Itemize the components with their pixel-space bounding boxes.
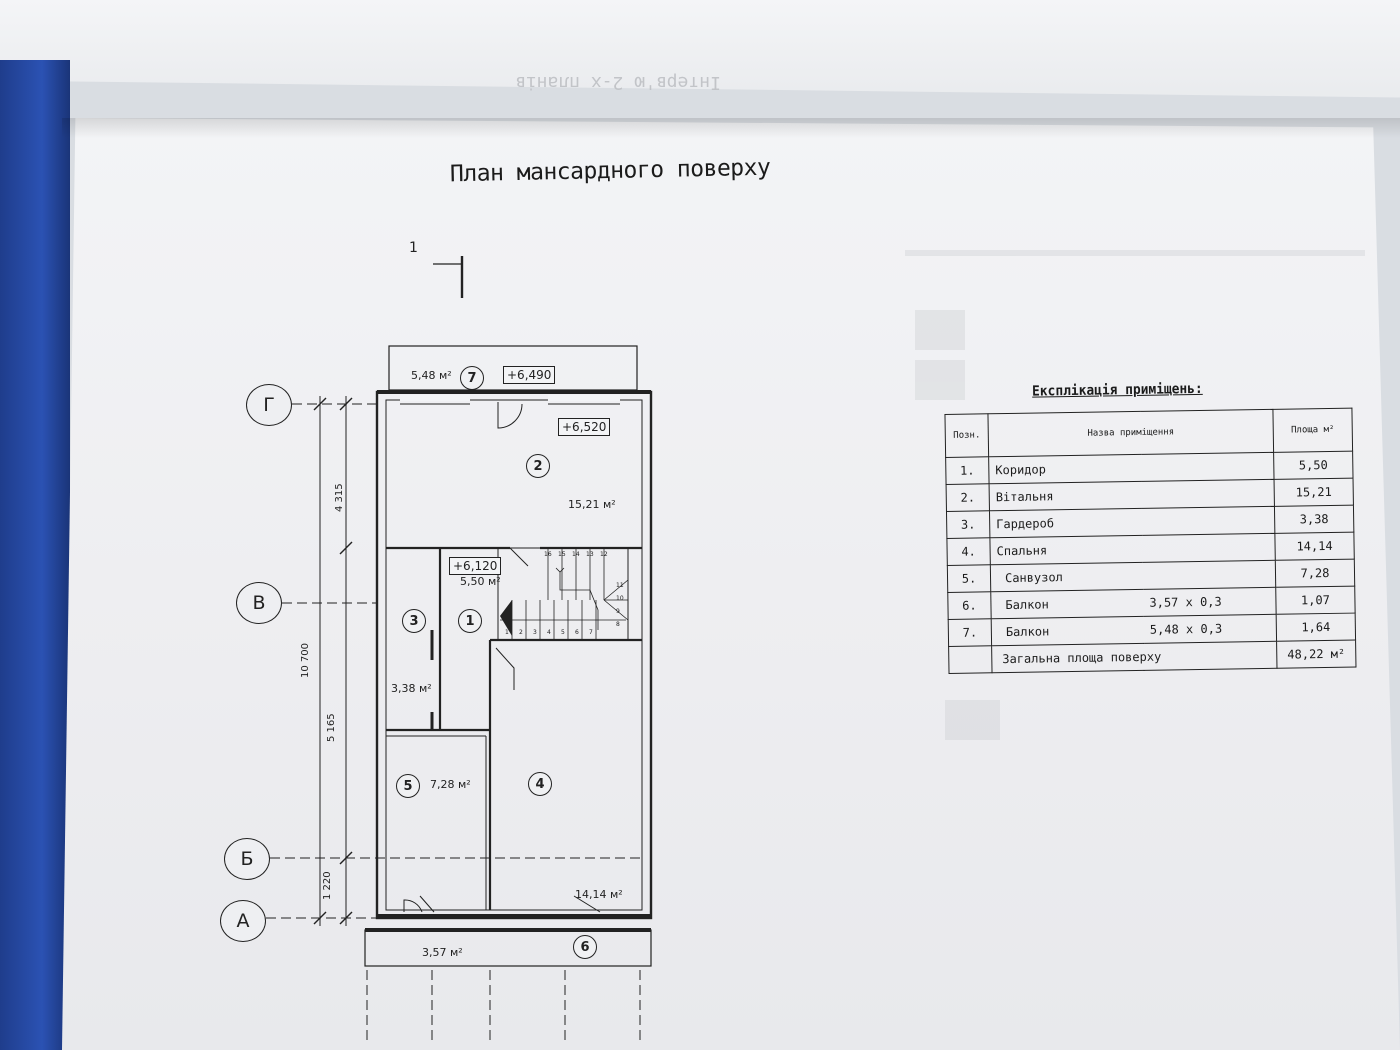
dimension-top: 4 315 <box>334 483 345 512</box>
dimension-middle: 5 165 <box>326 713 337 742</box>
total-value: 48,22 м² <box>1276 640 1356 669</box>
stair-step-number: 3 <box>533 629 537 636</box>
stair-step-number: 13 <box>586 551 594 558</box>
table-total-row: Загальна площа поверху 48,22 м² <box>948 640 1356 674</box>
stair-step-number: 7 <box>589 629 593 636</box>
stair-step-number: 11 <box>616 582 624 589</box>
room-number-6: 6 <box>573 935 597 959</box>
elevation-corridor: +6,120 <box>449 557 502 575</box>
stair-step-number: 9 <box>616 608 620 615</box>
stair-step-number: 10 <box>616 595 624 602</box>
elevation-balcony: +6,490 <box>503 366 556 384</box>
previous-page <box>0 0 1400 98</box>
table-header-row: Позн. Назва приміщення Площа м² <box>944 408 1353 458</box>
dimension-bottom: 1 220 <box>322 871 333 900</box>
room-area-7: 5,48 м² <box>411 369 452 382</box>
stair-step-number: 16 <box>544 551 552 558</box>
elevation-living-room: +6,520 <box>558 418 611 436</box>
room-number-5: 5 <box>396 774 420 798</box>
header-pos: Позн. <box>944 413 989 458</box>
axis-marker-g: Г <box>246 384 292 426</box>
section-marker-number: 1 <box>409 240 418 256</box>
header-area: Площа м² <box>1272 408 1353 453</box>
room-area-5: 7,28 м² <box>430 778 471 791</box>
room-area-2: 15,21 м² <box>568 498 616 511</box>
stair-step-number: 8 <box>616 621 620 628</box>
room-area-1: 5,50 м² <box>460 575 501 588</box>
binder-cover <box>0 60 70 1050</box>
stair-step-number: 4 <box>547 629 551 636</box>
page-fold-shadow <box>62 118 1400 138</box>
explication-table: Позн. Назва приміщення Площа м² 1. Корид… <box>944 408 1356 674</box>
room-number-4: 4 <box>528 772 552 796</box>
bleed-through-legend <box>905 240 1365 740</box>
room-number-7: 7 <box>460 366 484 390</box>
header-name: Назва приміщення <box>987 409 1274 457</box>
drawing-sheet <box>62 118 1400 1050</box>
stair-step-number: 12 <box>600 551 608 558</box>
explication-table-block: Експлікація приміщень: Позн. Назва примі… <box>944 378 1378 674</box>
axis-marker-b: Б <box>224 838 270 880</box>
room-number-2: 2 <box>526 454 550 478</box>
stair-step-number: 6 <box>575 629 579 636</box>
room-area-4: 14,14 м² <box>575 888 623 901</box>
stair-step-number: 14 <box>572 551 580 558</box>
room-number-1: 1 <box>458 609 482 633</box>
room-area-6: 3,57 м² <box>422 946 463 959</box>
stair-step-number: 2 <box>519 629 523 636</box>
axis-marker-v: В <box>236 582 282 624</box>
room-number-3: 3 <box>402 609 426 633</box>
stair-step-number: 5 <box>561 629 565 636</box>
room-area-3: 3,38 м² <box>391 682 432 695</box>
total-label: Загальна площа поверху <box>991 641 1277 673</box>
axis-marker-a: А <box>220 900 266 942</box>
dimension-total: 10 700 <box>300 643 311 678</box>
stair-step-number: 15 <box>558 551 566 558</box>
stair-step-number: 1 <box>505 629 509 636</box>
